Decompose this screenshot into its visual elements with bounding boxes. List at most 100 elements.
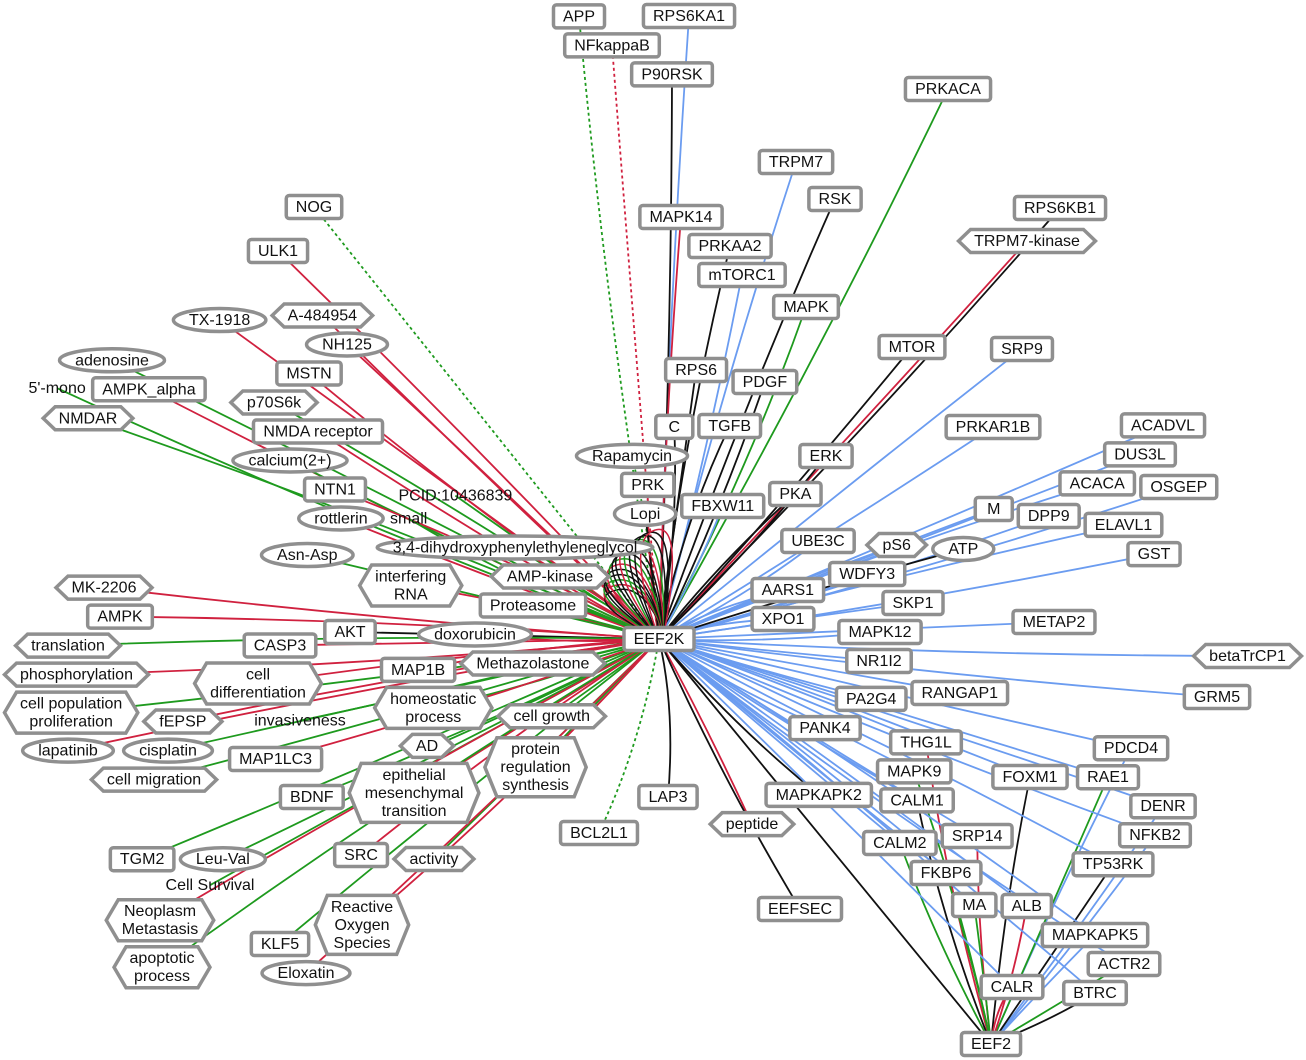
- node-trpm7-kinase[interactable]: TRPM7-kinase: [974, 233, 1080, 250]
- node-dpp9[interactable]: DPP9: [1028, 508, 1070, 525]
- node-mapk[interactable]: MAPK: [783, 299, 829, 316]
- node-tgfb[interactable]: TGFB: [708, 418, 751, 435]
- node-acadvl[interactable]: ACADVL: [1131, 417, 1195, 434]
- node-ampk[interactable]: AMPK: [97, 608, 143, 625]
- node-cisplatin[interactable]: cisplatin: [139, 742, 197, 759]
- node-ube3c[interactable]: UBE3C: [791, 533, 844, 550]
- node-gst[interactable]: GST: [1138, 546, 1171, 563]
- node-m-node[interactable]: M: [987, 501, 1000, 518]
- node-rangap1[interactable]: RANGAP1: [922, 685, 999, 702]
- node-cell-growth[interactable]: cell growth: [513, 708, 589, 725]
- node-bdnf[interactable]: BDNF: [290, 789, 334, 806]
- node-calm2[interactable]: CALM2: [873, 835, 926, 852]
- node-ps6[interactable]: pS6: [882, 537, 911, 554]
- node-methazolastone[interactable]: Methazolastone: [476, 655, 589, 672]
- node-mapk9[interactable]: MAPK9: [887, 763, 941, 780]
- node-bcl2l1[interactable]: BCL2L1: [570, 825, 628, 842]
- node-pdcd4[interactable]: PDCD4: [1104, 740, 1158, 757]
- node-actr2[interactable]: ACTR2: [1098, 956, 1151, 973]
- node-rps6[interactable]: RPS6: [675, 362, 717, 379]
- node-pka[interactable]: PKA: [779, 486, 811, 503]
- node-calm1[interactable]: CALM1: [890, 792, 943, 809]
- node-ma-node[interactable]: MA: [962, 897, 986, 914]
- node-tgm2[interactable]: TGM2: [120, 851, 165, 868]
- node-mk-2206[interactable]: MK-2206: [72, 579, 137, 596]
- node-ntn1[interactable]: NTN1: [314, 481, 356, 498]
- node-srp9[interactable]: SRP9: [1001, 341, 1043, 358]
- node-src[interactable]: SRC: [344, 847, 378, 864]
- node-xpo1[interactable]: XPO1: [762, 611, 805, 628]
- node-eef2[interactable]: EEF2: [971, 1036, 1011, 1053]
- node-c-node[interactable]: C: [669, 418, 681, 435]
- node-activity[interactable]: activity: [409, 851, 458, 868]
- node-atp[interactable]: ATP: [948, 541, 978, 558]
- node-lap3[interactable]: LAP3: [648, 789, 687, 806]
- node-amp-kinase[interactable]: AMP-kinase: [507, 568, 593, 585]
- node-grm5[interactable]: GRM5: [1194, 689, 1240, 706]
- node-nh125[interactable]: NH125: [322, 336, 372, 353]
- node-translation[interactable]: translation: [31, 637, 105, 654]
- node-pa2g4[interactable]: PA2G4: [846, 690, 897, 707]
- node-mapk14[interactable]: MAPK14: [649, 209, 712, 226]
- node-acaca[interactable]: ACACA: [1070, 475, 1125, 492]
- node-erk[interactable]: ERK: [810, 448, 843, 465]
- node-p90rsk[interactable]: P90RSK: [641, 66, 703, 83]
- node-alb[interactable]: ALB: [1012, 898, 1042, 915]
- node-prkar1b[interactable]: PRKAR1B: [956, 419, 1031, 436]
- node-rae1[interactable]: RAE1: [1087, 769, 1129, 786]
- node-asn-asp[interactable]: Asn-Asp: [277, 547, 338, 564]
- node-srp14[interactable]: SRP14: [952, 828, 1003, 845]
- node-eefsec[interactable]: EEFSEC: [768, 901, 832, 918]
- node-trpm7[interactable]: TRPM7: [769, 154, 823, 171]
- node-eef2k[interactable]: EEF2K: [634, 631, 685, 648]
- node-proteasome[interactable]: Proteasome: [490, 597, 576, 614]
- node-p70s6k[interactable]: p70S6k: [247, 394, 302, 411]
- node-rottlerin[interactable]: rottlerin: [314, 510, 367, 527]
- node-prkaca[interactable]: PRKACA: [915, 81, 981, 98]
- node-foxm1[interactable]: FOXM1: [1002, 769, 1057, 786]
- node-peptide[interactable]: peptide: [726, 816, 779, 833]
- node-invasiveness[interactable]: invasiveness: [254, 712, 346, 729]
- node-wdfy3[interactable]: WDFY3: [839, 566, 895, 583]
- node-mtor[interactable]: MTOR: [889, 339, 936, 356]
- node-mstn[interactable]: MSTN: [286, 365, 331, 382]
- node-rps6ka1[interactable]: RPS6KA1: [653, 8, 725, 25]
- node-small[interactable]: small: [390, 510, 427, 527]
- node-leu-val[interactable]: Leu-Val: [196, 851, 250, 868]
- node-skp1[interactable]: SKP1: [893, 595, 934, 612]
- node-prk[interactable]: PRK: [631, 476, 664, 493]
- node-fkbp6[interactable]: FKBP6: [921, 865, 972, 882]
- node-casp3[interactable]: CASP3: [254, 637, 307, 654]
- node-tp53rk[interactable]: TP53RK: [1083, 856, 1144, 873]
- node-map1lc3[interactable]: MAP1LC3: [239, 751, 312, 768]
- node-osgep[interactable]: OSGEP: [1150, 479, 1207, 496]
- node-a-484954[interactable]: A-484954: [288, 307, 357, 324]
- node-nmdar[interactable]: NMDAR: [59, 410, 118, 427]
- node-ampk-alpha[interactable]: AMPK_alpha: [102, 381, 195, 398]
- node-5-mono[interactable]: 5'-mono: [28, 380, 85, 397]
- node-klf5[interactable]: KLF5: [261, 936, 299, 953]
- node-akt[interactable]: AKT: [334, 624, 365, 641]
- node-mapkapk5[interactable]: MAPKAPK5: [1052, 927, 1138, 944]
- node-rsk[interactable]: RSK: [819, 191, 852, 208]
- node-btrc[interactable]: BTRC: [1073, 985, 1117, 1002]
- node-rps6kb1[interactable]: RPS6KB1: [1024, 200, 1096, 217]
- node-mapk12[interactable]: MAPK12: [848, 624, 911, 641]
- node-prkaa2[interactable]: PRKAA2: [698, 238, 761, 255]
- node-elavl1[interactable]: ELAVL1: [1095, 516, 1153, 533]
- node-phosphorylation[interactable]: phosphorylation: [20, 666, 133, 683]
- node-calr[interactable]: CALR: [991, 979, 1034, 996]
- node-map1b[interactable]: MAP1B: [391, 661, 445, 678]
- node-nmda-receptor[interactable]: NMDA receptor: [263, 423, 373, 440]
- node-pcid[interactable]: PCID:10436839: [398, 487, 512, 504]
- node-adenosine[interactable]: adenosine: [75, 352, 149, 369]
- node-nr1i2[interactable]: NR1I2: [856, 653, 901, 670]
